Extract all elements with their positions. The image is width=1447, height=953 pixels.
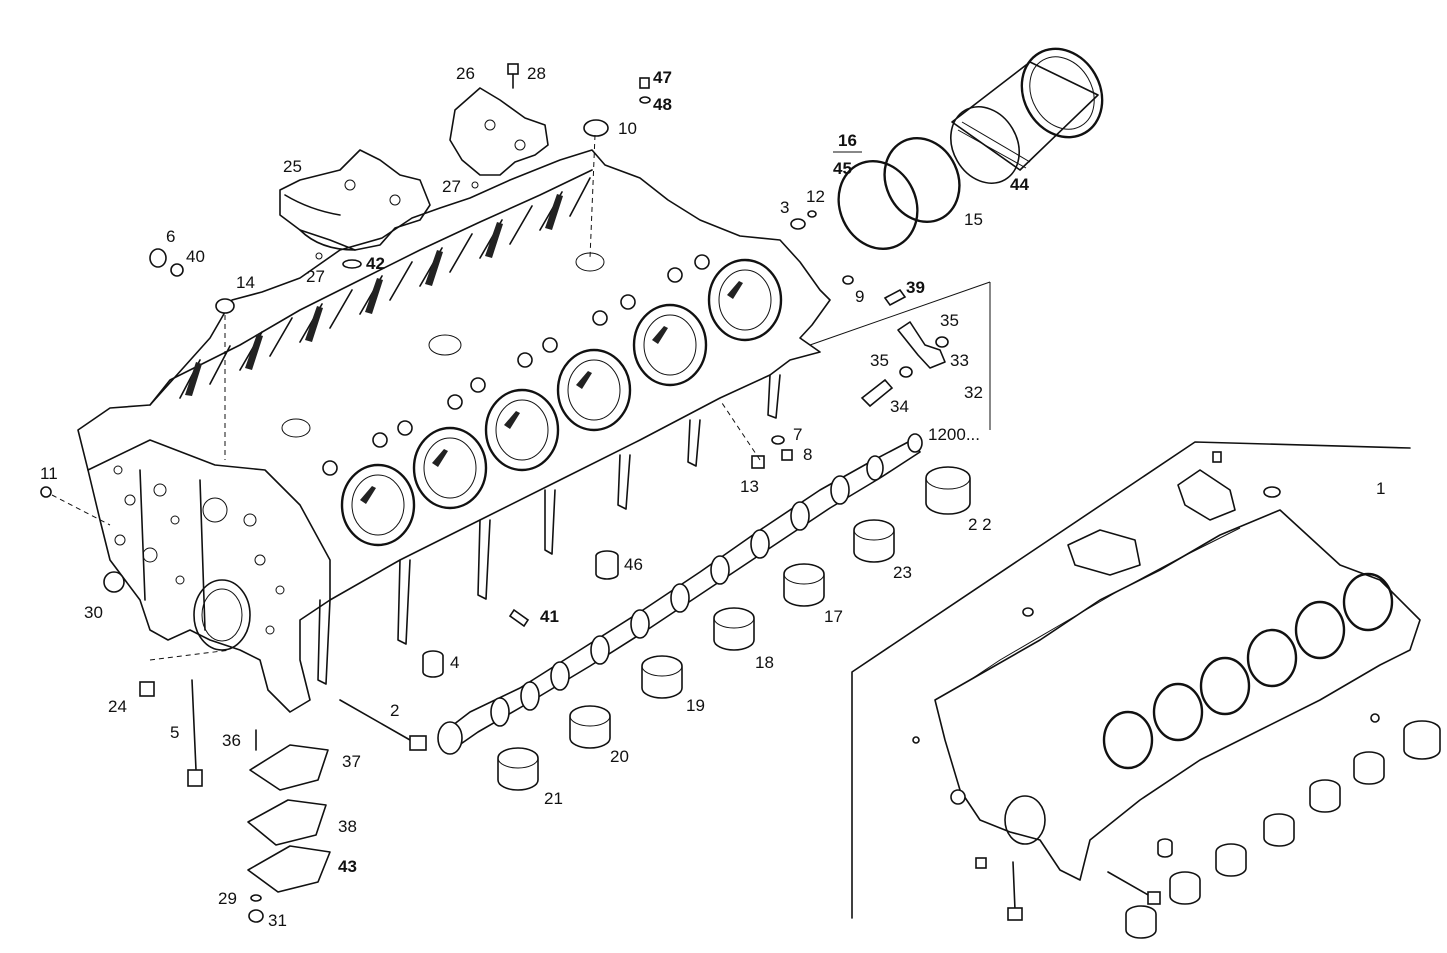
callout-12: 12: [806, 187, 825, 206]
callout-27b: 27: [442, 177, 461, 196]
callout-35b: 35: [870, 351, 889, 370]
callout-33: 33: [950, 351, 969, 370]
inset-assembly: [851, 441, 1441, 939]
callout-40: 40: [186, 247, 205, 266]
front-face-holes: [113, 465, 285, 635]
callout-48: 48: [653, 95, 672, 114]
callout-24: 24: [108, 697, 127, 716]
callout-42: 42: [366, 254, 385, 273]
camshaft-lobes: [490, 455, 884, 727]
callout-11: 11: [40, 464, 58, 483]
bore-studs: [322, 254, 710, 476]
callout-13: 13: [740, 477, 759, 496]
callout-7: 7: [793, 425, 802, 444]
callout-6: 6: [166, 227, 175, 246]
callout-21: 21: [544, 789, 563, 808]
callout-3: 3: [780, 198, 789, 217]
callout-23: 23: [893, 563, 912, 582]
callout-41: 41: [540, 607, 559, 626]
callout-4: 4: [450, 653, 459, 672]
cylinder-liner: [950, 47, 1104, 184]
block-v-ribs: [179, 177, 591, 399]
cam-bushings: [497, 466, 971, 791]
callout-39: 39: [906, 278, 925, 297]
callout-36: 36: [222, 731, 241, 750]
callout-47: 47: [653, 68, 672, 87]
callout-19: 19: [686, 696, 705, 715]
callout-16: 16: [838, 131, 857, 150]
callout-22: 2 2: [968, 515, 992, 534]
engine-block-main: [77, 149, 831, 713]
callout-37: 37: [342, 752, 361, 771]
callout-29: 29: [218, 889, 237, 908]
callout-45: 45: [833, 159, 852, 178]
callout-5: 5: [170, 723, 179, 742]
callout-8: 8: [803, 445, 812, 464]
callout-27a: 27: [306, 267, 325, 286]
callout-38: 38: [338, 817, 357, 836]
callout-10: 10: [618, 119, 637, 138]
callout-14: 14: [236, 273, 255, 292]
skirt-lugs: [317, 374, 781, 685]
callout-44: 44: [1010, 175, 1029, 194]
callout-34: 34: [890, 397, 909, 416]
camshaft: [437, 433, 923, 755]
callout-17: 17: [824, 607, 843, 626]
callout-15: 15: [964, 210, 983, 229]
callout-25: 25: [283, 157, 302, 176]
cylinder-bores: [340, 258, 783, 547]
callout-35a: 35: [940, 311, 959, 330]
callout-1: 1: [1376, 479, 1385, 498]
callout-labels: 1 2 3 4 5 6 7 8 9 10 11 12 13 14 15 16 1…: [40, 64, 1385, 930]
small-parts: [40, 63, 949, 923]
callout-1200: 1200...: [928, 425, 980, 444]
callout-20: 20: [610, 747, 629, 766]
callout-9: 9: [855, 287, 864, 306]
callout-30: 30: [84, 603, 103, 622]
bearing-cap-26: [449, 87, 549, 176]
callout-2: 2: [390, 701, 399, 720]
callout-18: 18: [755, 653, 774, 672]
callout-28: 28: [527, 64, 546, 83]
callout-32: 32: [964, 383, 983, 402]
leader-lines: [51, 134, 991, 661]
callout-26: 26: [456, 64, 475, 83]
callout-31: 31: [268, 911, 287, 930]
bearing-cap-25: [279, 149, 431, 251]
o-rings: [837, 136, 961, 251]
callout-46: 46: [624, 555, 643, 574]
callout-43: 43: [338, 857, 357, 876]
